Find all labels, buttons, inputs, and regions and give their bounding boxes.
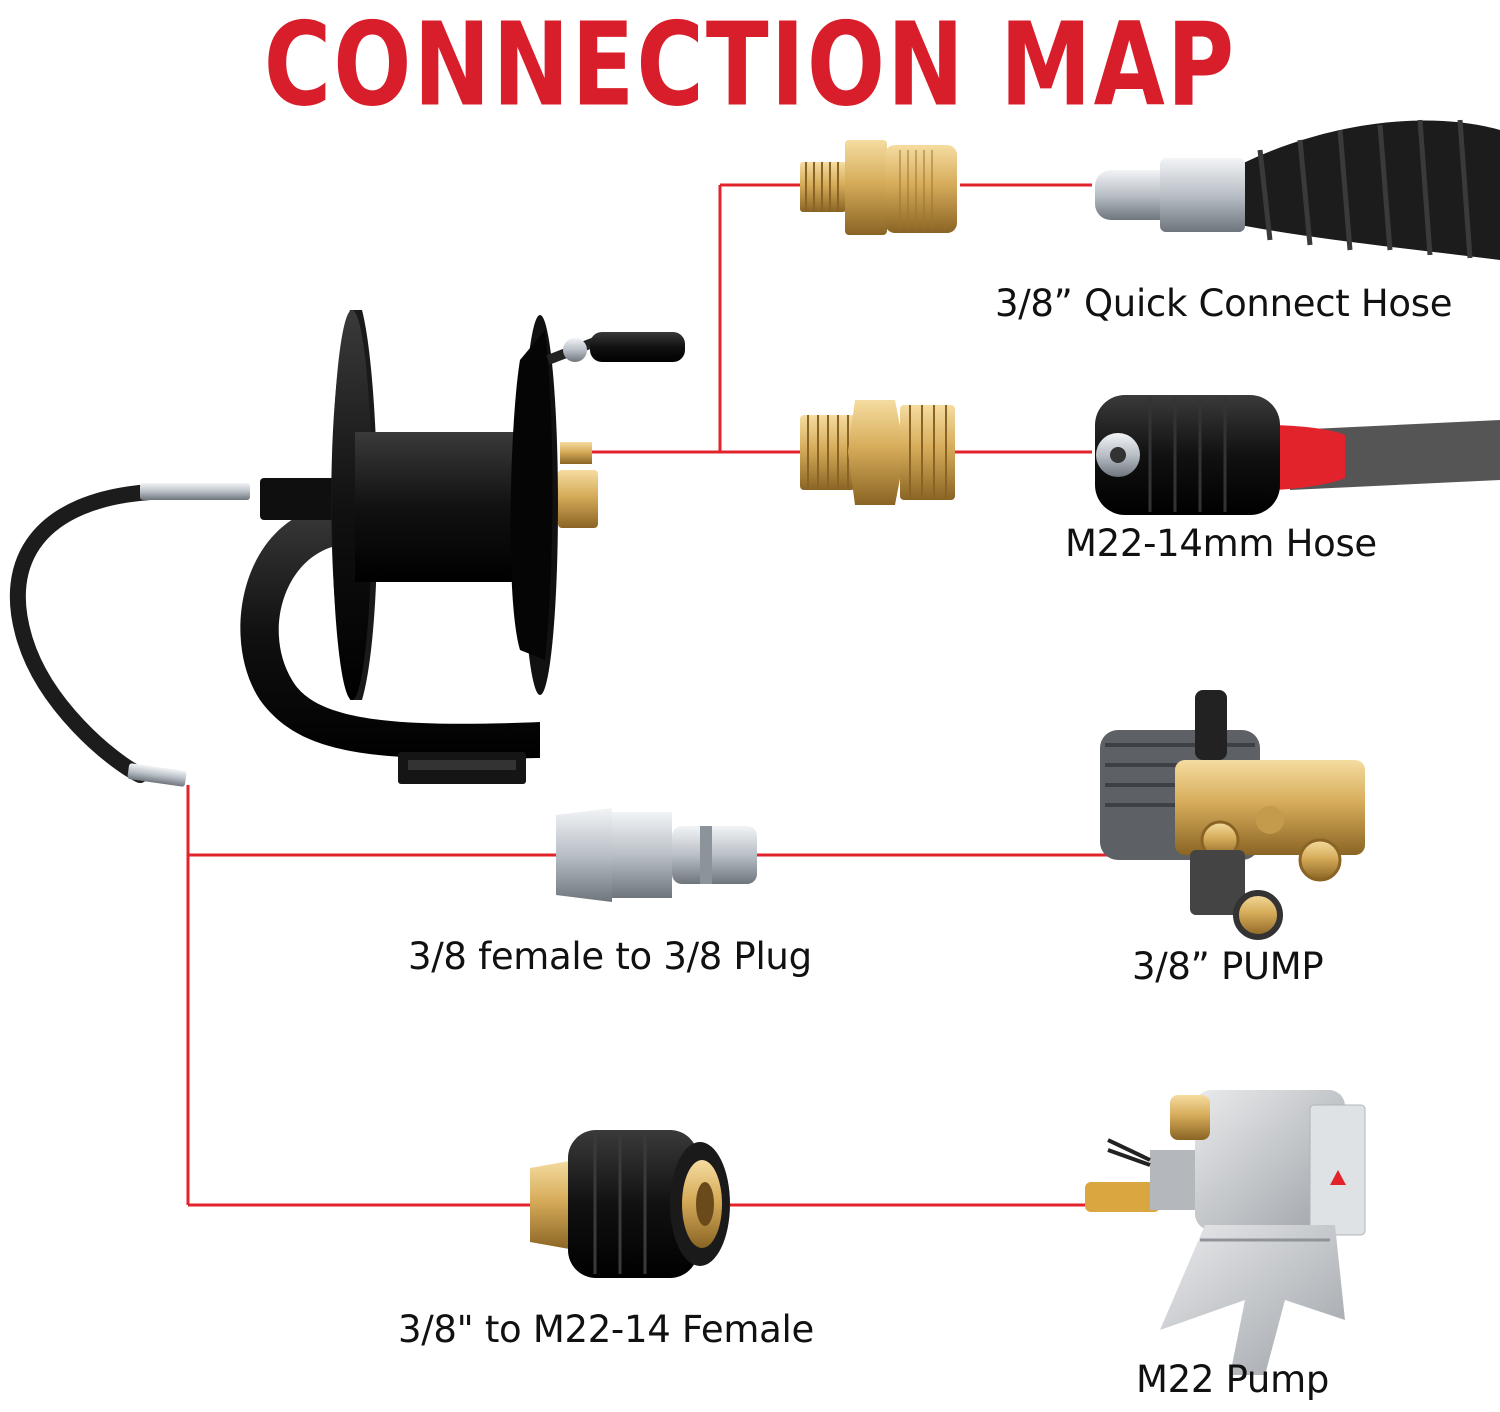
quick-connect-hose-image xyxy=(1095,119,1500,261)
label-m22-hose: M22-14mm Hose xyxy=(1065,522,1377,565)
page-title: CONNECTION MAP xyxy=(263,0,1237,132)
label-pump-38: 3/8” PUMP xyxy=(1132,945,1324,988)
label-quick-connect-hose: 3/8” Quick Connect Hose xyxy=(995,282,1453,325)
female-plug-image xyxy=(556,808,757,902)
m22-pump-image xyxy=(1085,1090,1366,1375)
m22-female-image xyxy=(530,1130,730,1278)
connector-lines xyxy=(186,183,1115,1207)
label-female-plug: 3/8 female to 3/8 Plug xyxy=(408,935,812,978)
hose-reel-image xyxy=(9,310,685,787)
pump-38-image xyxy=(1100,690,1365,940)
label-m22-female: 3/8" to M22-14 Female xyxy=(398,1308,814,1351)
m22-nipple-image xyxy=(800,400,955,505)
label-m22-pump: M22 Pump xyxy=(1136,1358,1330,1401)
m22-hose-image xyxy=(1095,395,1500,515)
quick-coupler-image xyxy=(800,140,957,235)
